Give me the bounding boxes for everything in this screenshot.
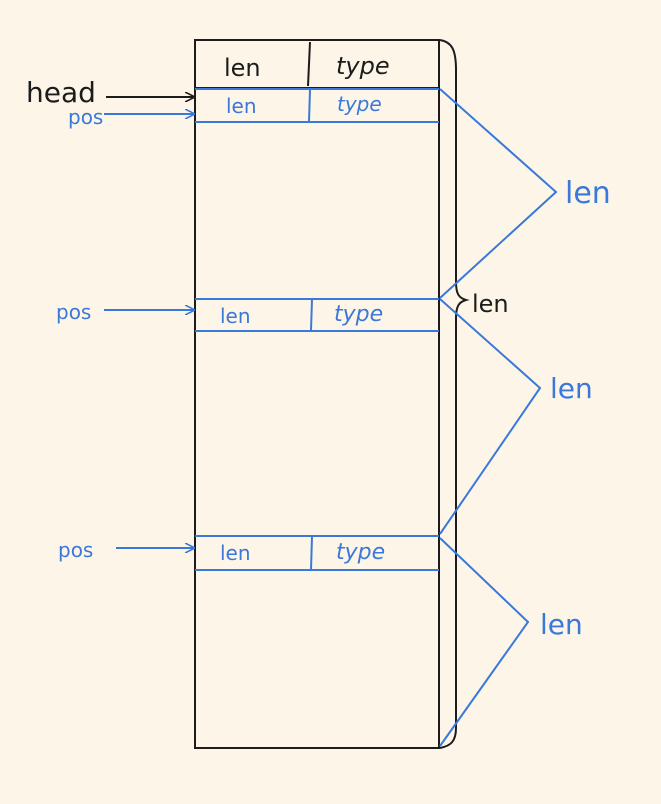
block-2-divider xyxy=(310,298,313,332)
head-label: head xyxy=(26,76,96,109)
block-1-pos-label: pos xyxy=(68,105,103,129)
block-2-length-bracket xyxy=(439,298,542,535)
record-block-2: len type pos len xyxy=(56,298,593,535)
block-2-type-label: type xyxy=(334,302,383,327)
block-3-pos-label: pos xyxy=(58,538,93,562)
block-3-divider xyxy=(310,535,313,571)
side-brace-label: len xyxy=(472,290,509,318)
header-column-divider xyxy=(307,41,311,87)
block-1-length-label: len xyxy=(565,176,611,211)
block-3-len-label: len xyxy=(220,541,251,565)
block-3-length-bracket xyxy=(439,537,530,747)
block-2-len-label: len xyxy=(220,304,251,328)
block-3-type-label: type xyxy=(336,540,385,565)
block-1-type-label: type xyxy=(337,92,382,116)
block-2-length-label: len xyxy=(550,372,593,405)
block-1-length-bracket xyxy=(439,88,558,299)
record-block-3: len type pos len xyxy=(58,535,583,747)
block-1-divider xyxy=(308,88,311,123)
block-3-length-label: len xyxy=(540,608,583,641)
record-block-1: len type pos len xyxy=(68,88,611,299)
header-type-label: type xyxy=(336,52,390,80)
header-len-label: len xyxy=(224,54,261,82)
block-2-pos-label: pos xyxy=(56,300,91,324)
side-brace xyxy=(439,39,470,749)
block-1-len-label: len xyxy=(226,94,257,118)
buffer-outline xyxy=(194,39,440,749)
